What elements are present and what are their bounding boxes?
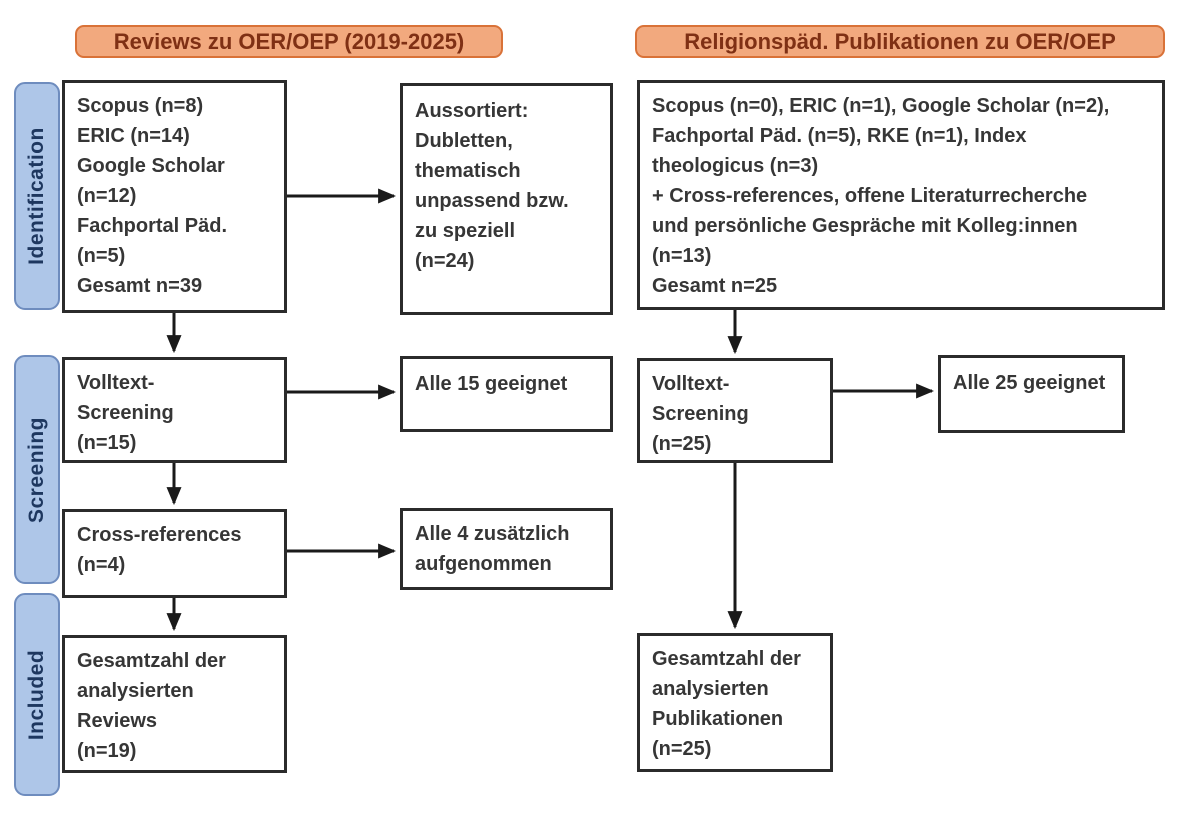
box-left-excluded: Aussortiert: Dubletten, thematisch unpas… — [400, 83, 613, 315]
stage-label-screening: Screening — [14, 355, 60, 584]
box-left-crossref: Cross-references (n=4) — [62, 509, 287, 598]
box-right-fulltext-result: Alle 25 geeignet — [938, 355, 1125, 433]
column-header-right: Religionspäd. Publikationen zu OER/OEP — [635, 25, 1165, 58]
box-left-sources: Scopus (n=8) ERIC (n=14) Google Scholar … — [62, 80, 287, 313]
stage-label-included-text: Included — [25, 649, 48, 740]
box-left-fulltext-result: Alle 15 geeignet — [400, 356, 613, 432]
stage-label-identification-text: Identification — [25, 127, 49, 265]
box-left-crossref-result: Alle 4 zusätzlich aufgenommen — [400, 508, 613, 590]
stage-label-identification: Identification — [14, 82, 60, 310]
stage-label-screening-text: Screening — [25, 416, 49, 523]
box-left-included: Gesamtzahl der analysierten Reviews (n=1… — [62, 635, 287, 773]
column-header-left: Reviews zu OER/OEP (2019-2025) — [75, 25, 503, 58]
box-right-included: Gesamtzahl der analysierten Publikatione… — [637, 633, 833, 772]
box-left-fulltext-screening: Volltext- Screening (n=15) — [62, 357, 287, 463]
box-right-fulltext-screening: Volltext- Screening (n=25) — [637, 358, 833, 463]
stage-label-included: Included — [14, 593, 60, 796]
box-right-sources: Scopus (n=0), ERIC (n=1), Google Scholar… — [637, 80, 1165, 310]
